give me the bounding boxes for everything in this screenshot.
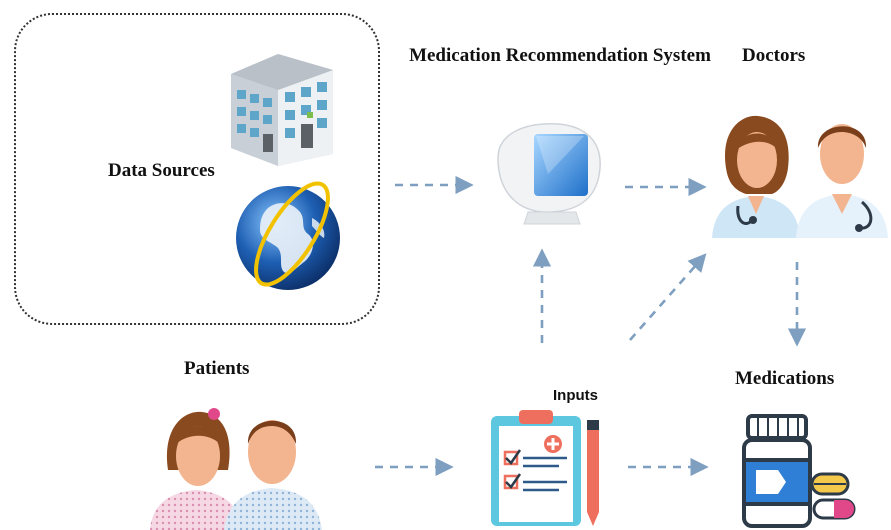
building-icon [231, 54, 333, 166]
patients-label: Patients [184, 358, 250, 379]
patients-icon [150, 408, 322, 530]
doctors-label: Doctors [742, 45, 806, 66]
arrow-inputs-to-doctors [629, 253, 707, 341]
globe-icon [236, 181, 340, 290]
data-sources-group [14, 13, 380, 325]
data-sources-label: Data Sources [108, 160, 215, 181]
medication-bottle-icon [742, 414, 856, 528]
computer-monitor-icon [497, 123, 601, 225]
clipboard-icon [491, 410, 599, 526]
system-label: Medication Recommendation System [409, 45, 711, 66]
doctors-icon [712, 115, 888, 238]
medications-label: Medications [735, 368, 835, 389]
inputs-label: Inputs [553, 387, 598, 404]
